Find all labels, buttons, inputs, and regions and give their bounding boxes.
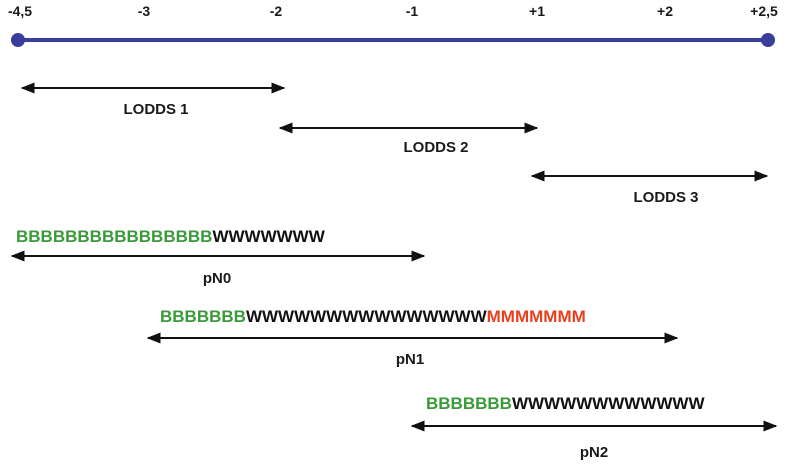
- axis: -4,5 -3 -2 -1 +1 +2 +2,5: [8, 3, 778, 47]
- tick-label: -3: [138, 3, 151, 19]
- pn0-w-segment: WWWWWWW: [212, 227, 325, 246]
- tick-label: +2,5: [750, 3, 778, 19]
- pn1-label: pN1: [396, 351, 424, 368]
- pn1-m-segment: MMMMMMM: [487, 307, 586, 326]
- pn2-sequence: BBBBBBBWWWWWWWWWWWW: [426, 394, 705, 413]
- axis-end-dot: [761, 33, 775, 47]
- lodds-2-range: LODDS 2: [278, 122, 539, 156]
- pn2-b-segment: BBBBBBB: [426, 394, 512, 413]
- pn0-group: BBBBBBBBBBBBBBBBWWWWWWW pN0: [10, 227, 426, 287]
- pn1-b-segment: BBBBBBB: [160, 307, 246, 326]
- pn2-w-segment: WWWWWWWWWWWW: [512, 394, 705, 413]
- lodds-1-label: LODDS 1: [123, 101, 188, 118]
- pn0-b-segment: BBBBBBBBBBBBBBBB: [16, 227, 212, 246]
- axis-start-dot: [11, 33, 25, 47]
- lodds-3-range: LODDS 3: [530, 170, 769, 206]
- pn1-w-segment: WWWWWWWWWWWWWWW: [246, 307, 488, 326]
- pn1-sequence: BBBBBBBWWWWWWWWWWWWWWWMMMMMMM: [160, 307, 586, 326]
- tick-label: -2: [270, 3, 283, 19]
- tick-label: -4,5: [8, 3, 32, 19]
- tick-label: +1: [529, 3, 545, 19]
- pn2-group: BBBBBBBWWWWWWWWWWWW pN2: [410, 394, 778, 461]
- tick-label: +2: [657, 3, 673, 19]
- lodds-1-range: LODDS 1: [20, 82, 286, 118]
- tick-label: -1: [406, 3, 419, 19]
- pn0-label: pN0: [203, 270, 231, 287]
- lodds-3-label: LODDS 3: [633, 189, 698, 206]
- pn2-label: pN2: [580, 444, 608, 461]
- lodds-2-label: LODDS 2: [403, 139, 468, 156]
- pn0-sequence: BBBBBBBBBBBBBBBBWWWWWWW: [16, 227, 326, 246]
- pn1-group: BBBBBBBWWWWWWWWWWWWWWWMMMMMMM pN1: [146, 307, 679, 368]
